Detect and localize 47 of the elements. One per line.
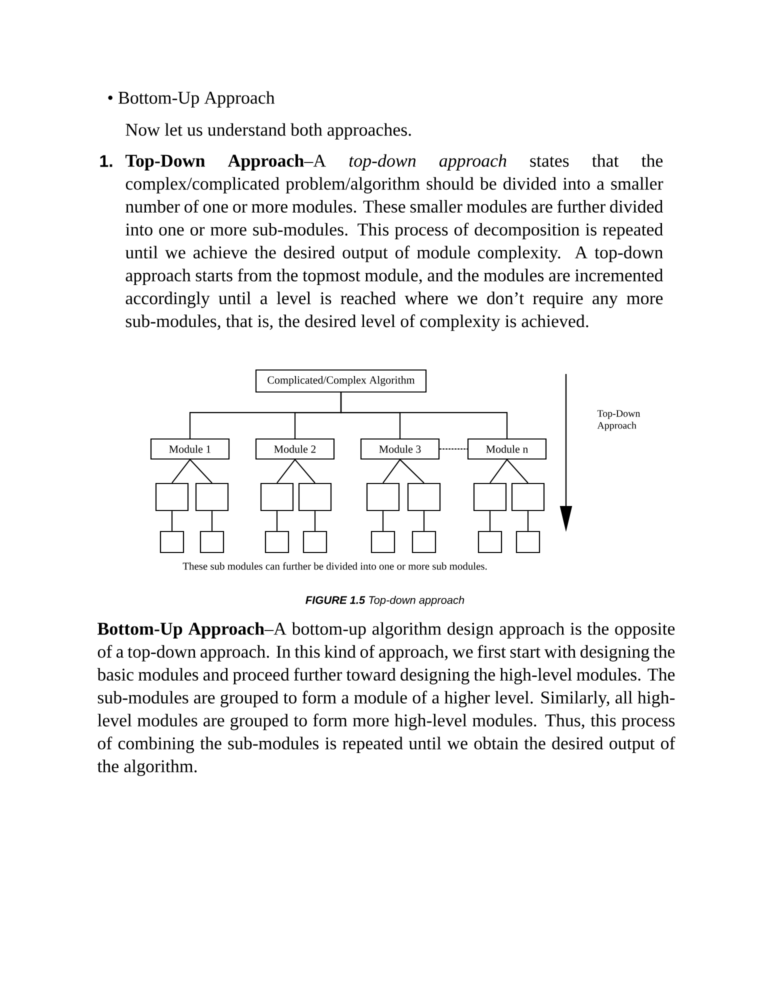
list-number: 1. bbox=[100, 155, 112, 167]
sub-module-box bbox=[412, 530, 436, 554]
sub-module-box bbox=[155, 482, 189, 512]
module-box: Module 3 bbox=[360, 438, 440, 460]
sub-module-box bbox=[298, 482, 332, 512]
connector-line bbox=[340, 392, 508, 438]
connector-line bbox=[506, 459, 528, 484]
sub-module-box bbox=[160, 530, 184, 554]
sub-module-box bbox=[370, 530, 396, 554]
algorithm-box: Complicated/Complex Algorithm bbox=[255, 369, 427, 393]
module-box: Module n bbox=[467, 438, 547, 460]
sub-module-box bbox=[407, 482, 441, 512]
sub-module-box bbox=[516, 530, 540, 554]
connector-line bbox=[171, 511, 173, 531]
connector-line bbox=[527, 511, 529, 531]
connector-line bbox=[172, 459, 190, 484]
paragraph: Now let us understand both approaches. bbox=[126, 123, 411, 140]
paragraph: Top-Down Approach–A top-down approach states that the complex/complicated problem/algorithm should be divided into a smaller number of one or more modules. These smaller modules are further divided into one or more sub-modules. This process of decomposition is repeated until we achieve the desired output of module complexity. A top-down approach starts from the topmost module, and the modules are incremented accordingly until a level is reached where we don’t require any more sub-modules, that is, the desired level of complexity is achieved. bbox=[125, 154, 664, 331]
connector-line bbox=[314, 511, 316, 531]
connector-line bbox=[440, 448, 468, 450]
connector-line bbox=[294, 459, 316, 484]
connector-line bbox=[276, 459, 296, 484]
connector-line bbox=[276, 511, 278, 531]
connector-line bbox=[400, 459, 424, 484]
connector-line bbox=[190, 459, 212, 484]
sub-module-box bbox=[195, 482, 229, 512]
connector-line bbox=[490, 459, 508, 484]
module-box: Module 1 bbox=[150, 438, 230, 460]
sub-module-box bbox=[473, 482, 507, 512]
sub-module-box bbox=[366, 482, 400, 512]
connector-line bbox=[211, 511, 213, 531]
connector-line bbox=[382, 459, 400, 484]
sub-module-box bbox=[264, 530, 290, 554]
module-box: Module 2 bbox=[255, 438, 335, 460]
sub-module-box bbox=[260, 482, 294, 512]
bullet-item: • Bottom-Up Approach bbox=[108, 91, 275, 108]
paragraph: Bottom-Up Approach–A bottom-up algorithm design approach is the opposite of a top-down approach. In this kind of approach, we first start with designing the basic modules and proceed further toward designing the high-level modules. The sub-modules are grouped to form a module of a higher level. Similarly, all high-level modules are grouped to form more high-level modules. Thus, this process of combining the sub-modules is repeated until we obtain the desired output of the algorithm. bbox=[97, 622, 676, 776]
sub-module-box bbox=[478, 530, 502, 554]
figure-note: These sub modules can further be divided into one or more sub modules. bbox=[182, 562, 487, 570]
figure-caption: FIGURE 1.5 Top-down approach bbox=[306, 596, 464, 606]
sub-module-box bbox=[200, 530, 224, 554]
connector-line bbox=[423, 511, 425, 531]
connector-line bbox=[489, 511, 491, 531]
sub-module-box bbox=[511, 482, 545, 512]
connector-line bbox=[382, 511, 384, 531]
arrow-label: Top-Down Approach bbox=[597, 410, 640, 431]
sub-module-box bbox=[302, 530, 328, 554]
